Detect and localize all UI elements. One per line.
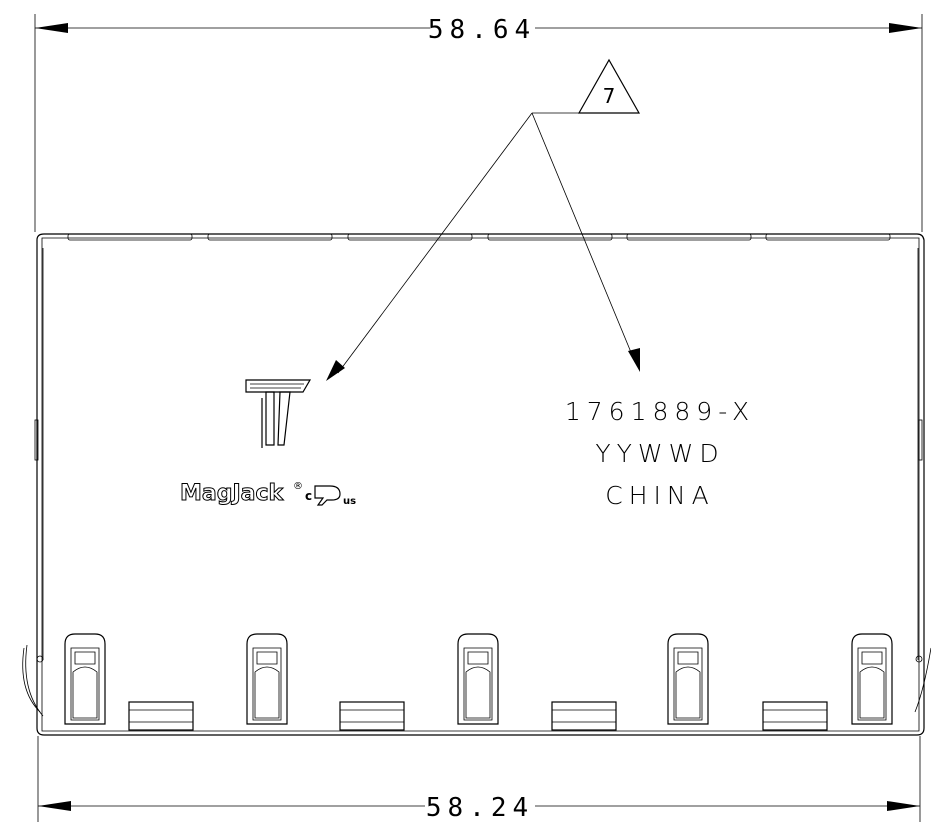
part-marking: 1761889-X YYWWD CHINA xyxy=(565,397,755,510)
registered-mark: ® xyxy=(293,481,303,492)
brand-name: MagJack xyxy=(180,481,285,506)
top-dimension-value: 58.64 xyxy=(428,15,536,45)
date-code: YYWWD xyxy=(595,439,724,468)
callout-7: 7 xyxy=(326,58,641,381)
bottom-tabs xyxy=(128,701,828,731)
cert-c: c xyxy=(305,489,312,503)
top-edge-tabs xyxy=(67,233,891,241)
callout-number: 7 xyxy=(603,84,616,108)
leader-to-marking xyxy=(531,112,636,363)
leader-arrowhead-logo xyxy=(326,360,345,381)
bottom-latches xyxy=(64,633,893,725)
bottom-dimension-value: 58.24 xyxy=(426,793,534,823)
ul-mark-icon xyxy=(314,485,341,506)
magjack-logo: MagJack ® c us xyxy=(180,481,357,508)
part-number: 1761889-X xyxy=(565,397,755,426)
company-logo-mark xyxy=(245,379,312,448)
leader-arrowhead-marking xyxy=(628,348,640,372)
shield-body xyxy=(22,233,931,736)
cert-us: us xyxy=(343,496,356,507)
leader-to-logo xyxy=(337,112,533,374)
top-dimension: 58.64 xyxy=(35,15,922,45)
country-of-origin: CHINA xyxy=(605,481,714,510)
bottom-dimension: 58.24 xyxy=(38,793,920,823)
